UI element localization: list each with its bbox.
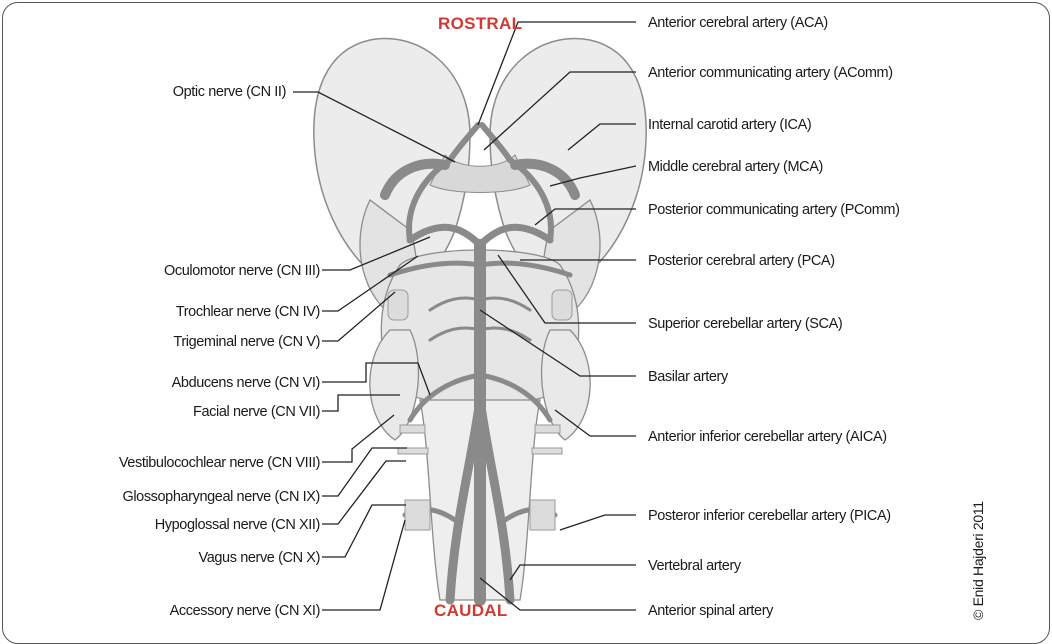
label-anterior-cerebral-artery: Anterior cerebral artery (ACA): [648, 14, 828, 32]
label-middle-cerebral-artery: Middle cerebral artery (MCA): [648, 158, 823, 176]
label-facial-nerve: Facial nerve (CN VII): [193, 403, 320, 421]
label-trigeminal-nerve: Trigeminal nerve (CN V): [173, 333, 320, 351]
label-posterior-cerebral-artery: Posterior cerebral artery (PCA): [648, 252, 835, 270]
label-anterior-inferior-cerebellar-artery: Anterior inferior cerebellar artery (AIC…: [648, 428, 887, 446]
label-vertebral-artery: Vertebral artery: [648, 557, 741, 575]
label-internal-carotid-artery: Internal carotid artery (ICA): [648, 116, 811, 134]
caudal-label: CAUDAL: [434, 601, 508, 621]
label-hypoglossal-nerve: Hypoglossal nerve (CN XII): [155, 516, 320, 534]
label-abducens-nerve: Abducens nerve (CN VI): [172, 374, 320, 392]
label-glossopharyngeal-nerve: Glossopharyngeal nerve (CN IX): [122, 488, 320, 506]
label-posterior-inferior-cerebellar-artery: Posteror inferior cerebellar artery (PIC…: [648, 507, 891, 525]
label-oculomotor-nerve: Oculomotor nerve (CN III): [164, 262, 320, 280]
label-superior-cerebellar-artery: Superior cerebellar artery (SCA): [648, 315, 842, 333]
label-anterior-communicating-artery: Anterior communicating artery (AComm): [648, 64, 893, 82]
label-vagus-nerve: Vagus nerve (CN X): [199, 549, 320, 567]
label-anterior-spinal-artery: Anterior spinal artery: [648, 602, 773, 620]
label-accessory-nerve: Accessory nerve (CN XI): [170, 602, 320, 620]
label-vestibulocochlear-nerve: Vestibulocochlear nerve (CN VIII): [119, 454, 320, 472]
copyright-notice: © Enid Hajderi 2011: [970, 420, 986, 620]
label-trochlear-nerve: Trochlear nerve (CN IV): [176, 303, 320, 321]
label-posterior-communicating-artery: Posterior communicating artery (PComm): [648, 201, 900, 219]
rostral-label: ROSTRAL: [438, 14, 522, 34]
label-optic-nerve: Optic nerve (CN II): [173, 83, 286, 101]
label-basilar-artery: Basilar artery: [648, 368, 728, 386]
